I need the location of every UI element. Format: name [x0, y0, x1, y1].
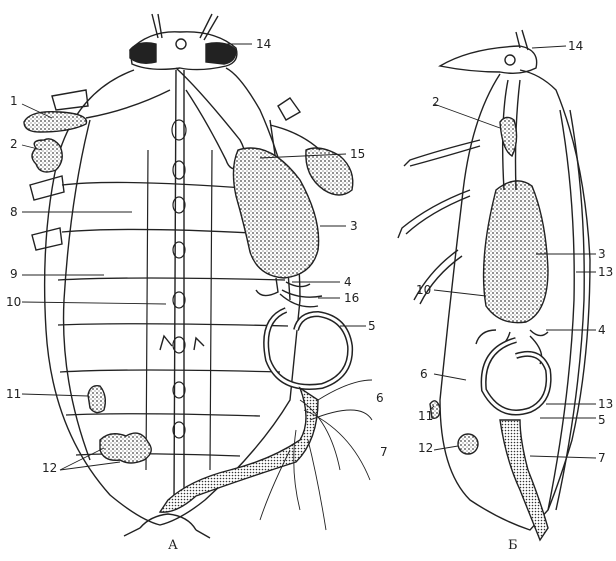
label-r11: 11	[418, 410, 433, 422]
label-1: 1	[10, 95, 18, 107]
label-r7: 7	[598, 452, 606, 464]
crop	[233, 148, 318, 278]
label-2: 2	[10, 138, 18, 150]
lateral-head	[440, 46, 537, 73]
salivary-gland	[24, 112, 86, 132]
label-7: 7	[380, 446, 388, 458]
lateral-trachea-left	[64, 120, 90, 460]
label-r3: 3	[598, 248, 606, 260]
label-r6: 6	[420, 368, 428, 380]
label-r4: 4	[598, 324, 606, 336]
fat-body-left	[32, 139, 62, 172]
label-r2: 2	[432, 96, 440, 108]
label-r14: 14	[568, 40, 583, 52]
caption-panel-a: А	[168, 538, 178, 553]
caption-panel-b: Б	[508, 538, 518, 553]
label-12: 12	[42, 462, 57, 474]
label-4: 4	[344, 276, 352, 288]
label-6: 6	[376, 392, 384, 404]
esophagus	[176, 68, 245, 169]
dorsal-view-drawing	[22, 14, 372, 538]
label-r5: 5	[598, 414, 606, 426]
label-r10: 10	[416, 284, 431, 296]
label-r12: 12	[418, 442, 433, 454]
label-15: 15	[350, 148, 365, 160]
eye-right	[206, 43, 236, 64]
brain-ganglion	[176, 39, 186, 49]
nerve-cord	[174, 70, 184, 500]
label-16: 16	[344, 292, 359, 304]
label-3: 3	[350, 220, 358, 232]
label-r13-lower: 13	[598, 398, 613, 410]
label-9: 9	[10, 268, 18, 280]
label-10: 10	[6, 296, 21, 308]
label-8: 8	[10, 206, 18, 218]
dorsal-vessel	[548, 110, 574, 510]
label-5: 5	[368, 320, 376, 332]
gonads	[100, 433, 151, 463]
eye-left	[130, 43, 156, 63]
label-r13-upper: 13	[598, 266, 613, 278]
body-outline	[45, 68, 300, 525]
lateral-crop	[484, 181, 548, 323]
label-11: 11	[6, 388, 21, 400]
label-14: 14	[256, 38, 271, 50]
